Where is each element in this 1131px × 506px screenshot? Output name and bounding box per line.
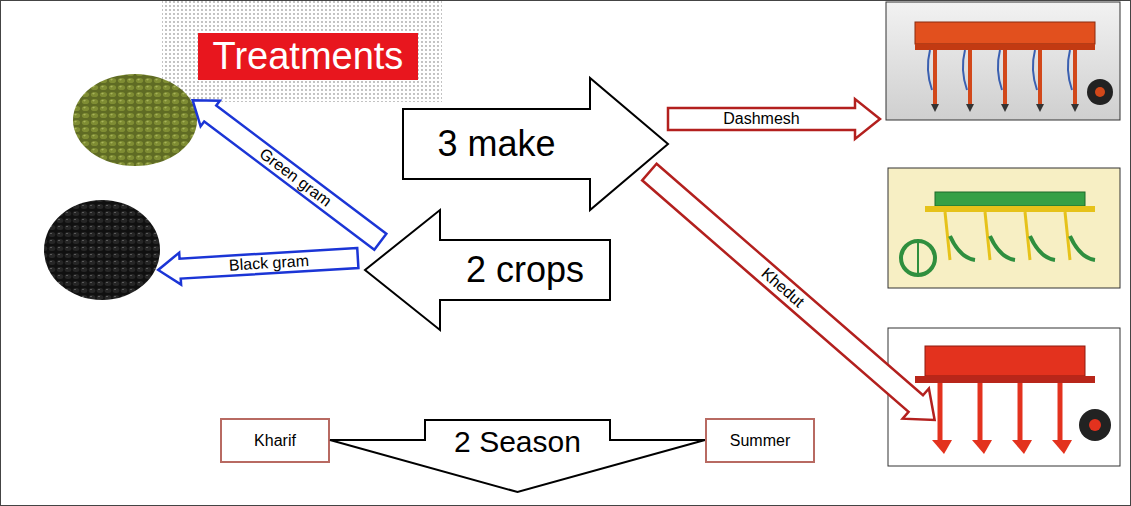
node-label: Khedut: [758, 265, 808, 312]
node-label: 2 crops: [466, 250, 584, 290]
outline-shape: [330, 420, 705, 492]
node-label: 3 make: [437, 124, 555, 164]
node-label: Black gram: [229, 252, 310, 274]
text-area: Summer: [705, 418, 815, 463]
outline-shape: [403, 78, 668, 210]
text-area: Dashmesh: [668, 108, 855, 130]
node-label: Summer: [730, 432, 790, 450]
text-area: Kharif: [220, 418, 330, 463]
text-area: 3 make: [403, 109, 590, 179]
seed-drill-middle: [888, 168, 1120, 288]
block-arrow: 2 crops: [365, 210, 610, 330]
make-arrow: Dashmesh: [668, 99, 880, 139]
outline-shape: [221, 419, 329, 462]
node-label: Dashmesh: [723, 110, 799, 128]
crop-arrow: Green gram: [183, 88, 390, 255]
node-label: Treatments: [213, 36, 404, 78]
outline-shape: [706, 419, 814, 462]
crop-arrow: Black gram: [157, 242, 359, 286]
outline-shape: [157, 242, 359, 286]
text-area: Khedut: [642, 164, 923, 412]
green-gram-seeds: [73, 74, 197, 166]
text-area: Treatments: [198, 33, 418, 80]
halftone: [162, 0, 442, 102]
season-box: Kharif: [220, 418, 330, 463]
outline-shape: [668, 99, 880, 139]
outline-shape: [365, 210, 610, 330]
node-label: Green gram: [255, 145, 334, 210]
outline-shape: [636, 157, 948, 435]
black-gram-seeds: [44, 200, 160, 300]
outline-shape: [198, 33, 418, 80]
text-area: 2 Season: [425, 422, 610, 460]
node-label: Kharif: [254, 432, 296, 450]
text-area: Green gram: [204, 106, 386, 250]
seed-drill-top: [886, 2, 1120, 120]
text-area: 2 crops: [440, 240, 610, 300]
block-arrow: 3 make: [403, 78, 668, 210]
outline-shape: [183, 88, 390, 255]
season-arrow: 2 Season: [330, 418, 705, 494]
node-label: 2 Season: [454, 425, 581, 458]
title-box: Treatments: [198, 33, 418, 80]
season-box: Summer: [705, 418, 815, 463]
